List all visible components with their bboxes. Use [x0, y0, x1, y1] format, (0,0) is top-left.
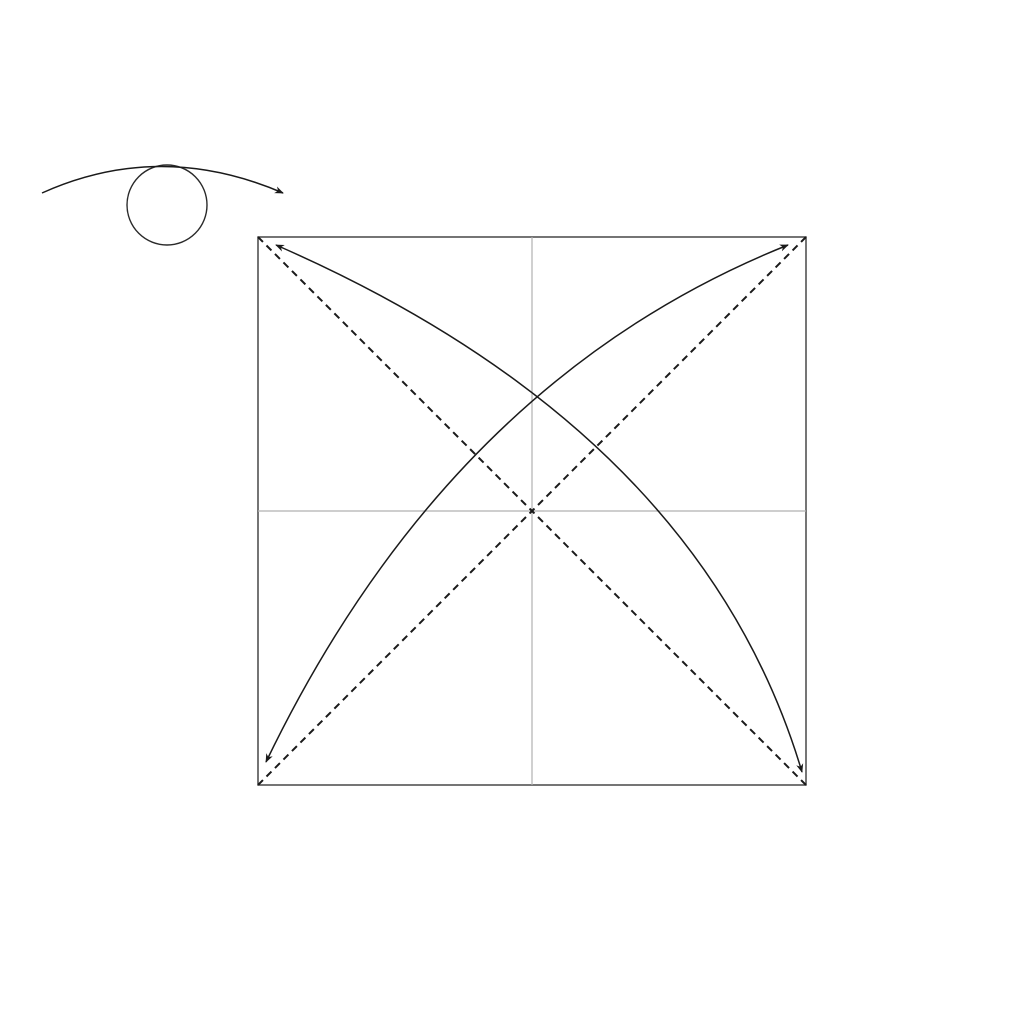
turn-over-circle — [126, 164, 208, 246]
fold-unfold-arrow-1 — [275, 244, 804, 773]
turn-over-arrow — [41, 165, 284, 194]
fold-unfold-arrow-2 — [265, 244, 789, 763]
turn-over-icon — [41, 164, 284, 246]
